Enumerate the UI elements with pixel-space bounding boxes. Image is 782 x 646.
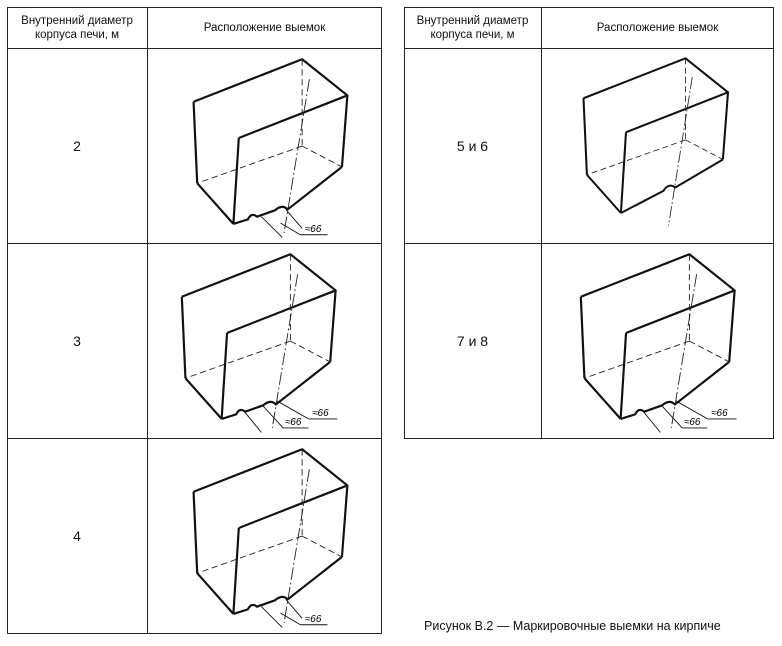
brick-drawing-right-row-1 bbox=[575, 50, 745, 240]
right-table-row-divider bbox=[404, 243, 774, 244]
brick-drawing-row-2: ≈66 ≈66 bbox=[163, 247, 368, 437]
left-table-row-divider bbox=[7, 438, 382, 439]
figure-caption: Рисунок В.2 — Маркировочные выемки на ки… bbox=[424, 619, 721, 633]
dim-label: ≈66 bbox=[684, 417, 701, 428]
left-table-row-divider bbox=[7, 243, 382, 244]
left-table-col-divider bbox=[147, 7, 148, 634]
dim-label: ≈66 bbox=[312, 408, 329, 419]
right-table-col-divider bbox=[541, 7, 542, 439]
right-header-layout: Расположение выемок bbox=[596, 21, 719, 34]
dim-label: ≈66 bbox=[305, 614, 322, 625]
dim-label: ≈66 bbox=[305, 224, 322, 235]
right-table-header-divider bbox=[404, 48, 774, 49]
left-table-header-divider bbox=[7, 48, 382, 49]
right-row-2-diameter: 7 и 8 bbox=[456, 332, 489, 349]
left-row-3-diameter: 4 bbox=[73, 527, 81, 544]
brick-drawing-row-3: ≈66 bbox=[175, 442, 375, 632]
brick-drawing-right-row-2: ≈66 ≈66 bbox=[562, 247, 767, 437]
right-header-diameter: Внутренний диаметр корпуса печи, м bbox=[416, 14, 529, 41]
brick-drawing-row-1: ≈66 bbox=[175, 52, 375, 242]
left-header-layout: Расположение выемок bbox=[203, 21, 326, 34]
left-row-2-diameter: 3 bbox=[73, 332, 81, 349]
right-row-1-diameter: 5 и 6 bbox=[456, 137, 489, 154]
left-header-diameter: Внутренний диаметр корпуса печи, м bbox=[21, 14, 133, 41]
left-table bbox=[7, 7, 382, 634]
dim-label: ≈66 bbox=[285, 417, 302, 428]
right-table bbox=[404, 7, 774, 439]
left-row-1-diameter: 2 bbox=[73, 137, 81, 154]
dim-label: ≈66 bbox=[711, 408, 728, 419]
